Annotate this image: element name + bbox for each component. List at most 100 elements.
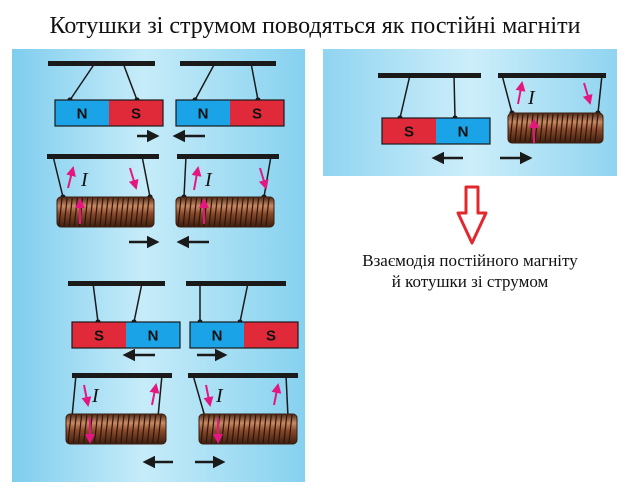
- support-bar: [378, 73, 481, 78]
- thread: [141, 155, 151, 198]
- thread: [285, 374, 289, 418]
- magnet-north-half: [176, 100, 230, 126]
- coil-winding: [200, 414, 205, 444]
- coil-winding: [234, 197, 239, 227]
- coil-winding: [584, 113, 589, 143]
- coil-winding: [249, 197, 255, 227]
- coil-winding: [246, 414, 252, 444]
- coil-winding: [99, 197, 104, 227]
- thread: [192, 374, 206, 418]
- magnet-outline: [189, 321, 299, 349]
- coil-winding: [574, 113, 579, 143]
- thread: [157, 374, 163, 418]
- coil-winding: [177, 197, 182, 227]
- thread: [250, 62, 259, 101]
- support-bar: [180, 61, 276, 66]
- magnet-north-half: [436, 118, 490, 144]
- coil-winding: [514, 113, 519, 143]
- coil-winding: [115, 414, 120, 444]
- coil-winding: [260, 197, 265, 227]
- current-arrow: [515, 81, 526, 105]
- magnet-south-half: [244, 322, 298, 348]
- coil-winding: [182, 197, 187, 227]
- thread: [183, 155, 187, 198]
- thread: [501, 74, 513, 114]
- pole-label-south: S: [131, 106, 141, 123]
- magnet-outline: [175, 99, 285, 127]
- coil-winding: [564, 113, 569, 143]
- thread: [71, 374, 77, 418]
- coil-winding: [157, 414, 162, 444]
- coil-winding: [89, 197, 94, 227]
- coil-winding: [114, 197, 119, 227]
- magnet-south-half: [109, 100, 163, 126]
- current-arrow: [191, 166, 202, 191]
- coil-winding: [145, 197, 150, 227]
- coil-winding: [58, 197, 63, 227]
- current-label: I: [91, 385, 100, 407]
- coil-winding: [288, 414, 293, 444]
- coil-winding: [239, 197, 244, 227]
- current-arrow: [203, 384, 214, 407]
- coil-winding: [559, 113, 564, 143]
- current-arrow: [582, 82, 593, 105]
- coil-winding: [569, 113, 574, 143]
- coil-winding: [210, 414, 215, 444]
- current-arrow: [149, 383, 160, 406]
- thread: [399, 74, 411, 119]
- pole-label-north: N: [77, 106, 88, 123]
- magnet-north-half: [55, 100, 109, 126]
- down-arrow-icon: [456, 185, 488, 245]
- coil-winding: [109, 197, 114, 227]
- pole-label-north: N: [148, 328, 159, 345]
- caption-line-2: й котушки зі струмом: [391, 272, 549, 291]
- coil-winding: [136, 414, 141, 444]
- coil-winding: [77, 414, 83, 444]
- coil-winding: [119, 197, 125, 227]
- coil-winding: [104, 414, 109, 444]
- thread: [92, 282, 99, 323]
- current-label: I: [204, 169, 213, 191]
- coil-winding: [509, 113, 514, 143]
- magnet-south-half: [382, 118, 436, 144]
- coil-winding: [218, 197, 224, 227]
- coil-winding: [146, 414, 152, 444]
- coil-winding: [241, 414, 247, 444]
- coil-winding: [524, 113, 529, 143]
- coil-winding: [236, 414, 241, 444]
- coil-winding: [252, 414, 257, 444]
- coil-winding: [99, 414, 104, 444]
- coil-winding: [83, 197, 89, 227]
- coil-winding: [68, 197, 73, 227]
- coil-winding: [265, 197, 270, 227]
- support-bar: [177, 154, 279, 159]
- coil-winding: [205, 414, 210, 444]
- coil-winding: [187, 197, 192, 227]
- support-bar: [186, 281, 286, 286]
- coil-winding: [257, 414, 262, 444]
- coil-windings: [509, 113, 599, 143]
- coil-winding: [94, 197, 99, 227]
- pole-label-south: S: [252, 106, 262, 123]
- coil-winding: [120, 414, 125, 444]
- coil-winding: [223, 197, 229, 227]
- coil-winding: [67, 414, 72, 444]
- coil-winding: [594, 113, 599, 143]
- magnet-outline: [381, 117, 491, 145]
- coil-winding: [267, 414, 272, 444]
- coil-winding: [519, 113, 524, 143]
- current-arrow: [258, 167, 269, 190]
- support-bar: [47, 154, 159, 159]
- coil-winding: [213, 197, 218, 227]
- coil-windings: [177, 197, 270, 227]
- magnet-north-half: [190, 322, 244, 348]
- support-bar: [72, 373, 172, 378]
- pole-label-north: N: [198, 106, 209, 123]
- current-label: I: [215, 385, 224, 407]
- magnet-outline: [54, 99, 164, 127]
- coil-winding: [589, 113, 594, 143]
- coil-winding: [549, 113, 554, 143]
- coil-winding: [83, 414, 88, 444]
- coil-winding: [272, 414, 278, 444]
